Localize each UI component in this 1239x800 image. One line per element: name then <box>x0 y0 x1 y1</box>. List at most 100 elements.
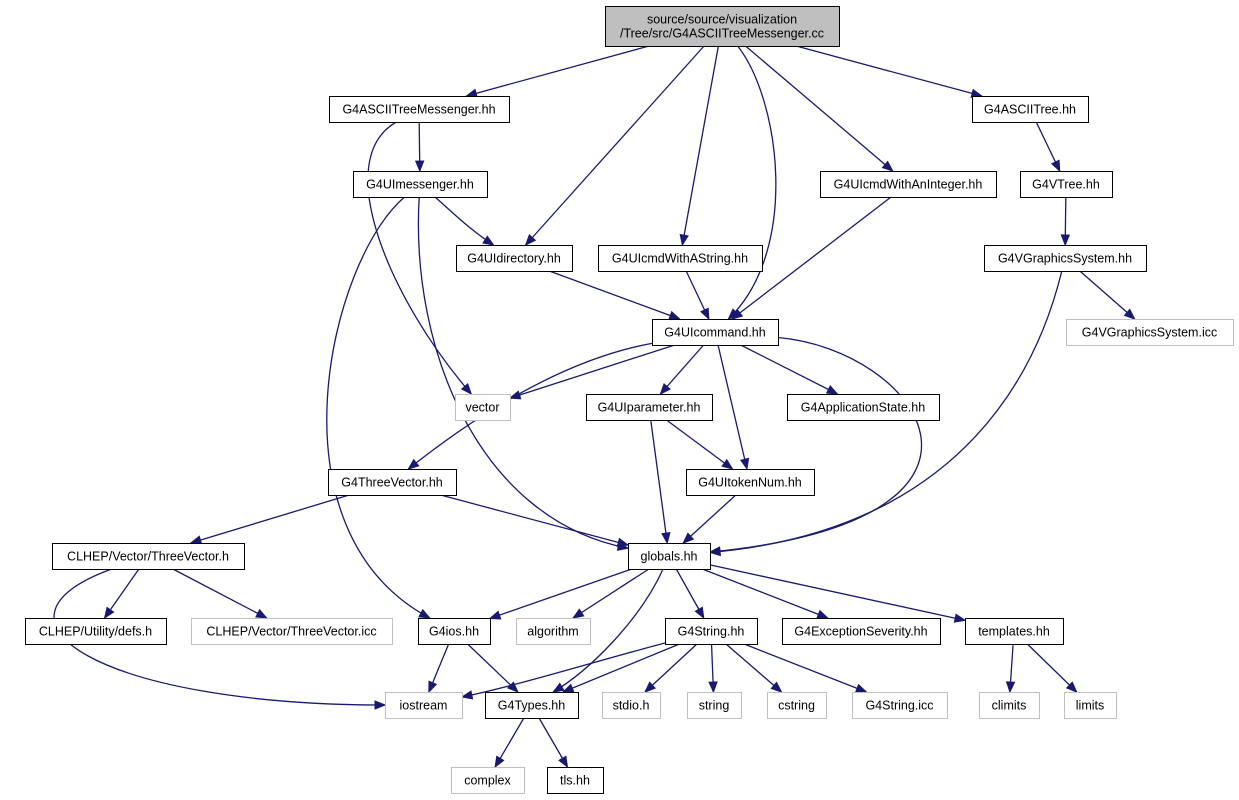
edge-root-to-uici <box>745 45 894 172</box>
node-box <box>485 692 579 719</box>
edge-tok-to-globals-line <box>682 494 737 544</box>
node-label: G4String.icc <box>865 699 933 713</box>
node-box <box>1020 171 1113 198</box>
edge-uici-to-uic-line <box>731 196 892 320</box>
edge-templates-to-limits-arrowhead <box>1065 681 1078 693</box>
node-label: CLHEP/Utility/defs.h <box>39 625 152 639</box>
node-label-line: G4ASCIITreeMessenger.hh <box>342 103 495 117</box>
edge-g4string-to-stdio-line <box>644 643 698 693</box>
edge-root-to-uics <box>679 45 720 247</box>
edge-g4string-to-types <box>561 643 680 693</box>
edge-clhepv-to-iostream-arrowhead <box>374 700 387 710</box>
edge-root-to-uid <box>524 45 705 247</box>
node-label-line: G4VTree.hh <box>1032 178 1100 192</box>
node-box <box>628 543 711 570</box>
node-label-line: complex <box>464 774 511 788</box>
edge-uim-to-ios-line <box>326 196 430 619</box>
node-label-line: cstring <box>778 699 815 713</box>
node-defs[interactable]: CLHEP/Utility/defs.h <box>25 618 167 645</box>
node-box <box>820 171 997 198</box>
edge-clhepv-to-clhepicc <box>172 568 268 619</box>
edge-uic-to-tv-line <box>407 342 653 470</box>
edge-globals-to-templates-arrowhead <box>953 613 967 623</box>
edge-globals-to-g4string <box>675 568 705 620</box>
node-vt[interactable]: G4VTree.hh <box>1020 171 1113 198</box>
edge-tok-to-globals <box>682 494 737 544</box>
node-box <box>52 543 245 570</box>
node-label-line: climits <box>992 699 1027 713</box>
node-box <box>455 394 511 421</box>
node-label-line: G4UIcommand.hh <box>664 326 765 340</box>
node-tok[interactable]: G4UItokenNum.hh <box>686 469 815 496</box>
node-box <box>418 618 491 645</box>
node-uic[interactable]: G4UIcommand.hh <box>652 319 779 346</box>
node-label-line: G4UItokenNum.hh <box>698 476 802 490</box>
node-box <box>652 319 779 346</box>
edge-g4string-to-iostream-arrowhead <box>460 690 474 700</box>
edge-vgs-to-vgsicc-arrowhead <box>1123 308 1136 320</box>
edge-atm-to-vector-arrowhead <box>460 382 473 396</box>
edge-uic-to-uip-arrowhead <box>659 382 671 396</box>
edge-at-to-vt-arrowhead <box>1050 159 1061 173</box>
edge-root-to-atm <box>465 45 650 98</box>
edge-at-to-vt <box>1035 121 1061 173</box>
edge-globals-to-g4string-arrowhead <box>694 606 705 620</box>
node-label-line: globals.hh <box>641 550 698 564</box>
node-box <box>782 618 941 645</box>
node-stricc: G4String.icc <box>852 692 948 719</box>
edge-uics-to-uic <box>685 270 710 321</box>
edge-g4string-to-cstring <box>725 643 783 693</box>
edge-templates-to-climits-arrowhead <box>1005 681 1016 694</box>
node-uics[interactable]: G4UIcmdWithAString.hh <box>598 245 763 272</box>
node-label-line: algorithm <box>527 625 578 639</box>
edge-root-to-atm-line <box>466 45 650 97</box>
edge-root-to-uics-line <box>681 45 720 246</box>
edge-g4string-to-cstring-line <box>725 643 782 693</box>
node-g4string[interactable]: G4String.hh <box>665 618 758 645</box>
edge-clhepv-to-clhepicc-arrowhead <box>255 608 268 619</box>
node-label-line: tls.hh <box>560 774 590 788</box>
node-excsev[interactable]: G4ExceptionSeverity.hh <box>782 618 941 645</box>
edge-vgs-to-vgsicc <box>1079 270 1136 320</box>
edge-globals-to-types <box>552 568 664 693</box>
edge-g4string-to-stricc <box>743 643 868 693</box>
node-appstate[interactable]: G4ApplicationState.hh <box>787 394 940 421</box>
node-tls[interactable]: tls.hh <box>547 767 604 794</box>
edge-root-to-at-line <box>796 45 982 97</box>
node-label: iostream <box>400 699 448 713</box>
node-label-line: G4UIcmdWithAString.hh <box>612 252 748 266</box>
edge-globals-to-algorithm <box>571 568 650 619</box>
node-label-line: vector <box>465 401 499 415</box>
node-templates[interactable]: templates.hh <box>965 618 1064 645</box>
node-label-line: string <box>699 699 730 713</box>
edge-uip-to-tok-arrowhead <box>721 458 734 470</box>
node-vector: vector <box>455 394 511 421</box>
node-box <box>965 618 1064 645</box>
node-vgs[interactable]: G4VGraphicsSystem.hh <box>984 245 1147 272</box>
edge-globals-to-types-arrowhead <box>552 682 565 693</box>
node-uim[interactable]: G4UImessenger.hh <box>353 171 488 198</box>
edge-root-to-uid-arrowhead <box>524 234 537 247</box>
edge-uici-to-uic <box>730 196 892 320</box>
node-box <box>602 692 661 719</box>
edge-root-to-uici-arrowhead <box>881 160 894 172</box>
node-uid[interactable]: G4UIdirectory.hh <box>456 245 573 272</box>
node-uici[interactable]: G4UIcmdWithAnInteger.hh <box>820 171 997 198</box>
node-uip[interactable]: G4UIparameter.hh <box>586 394 713 421</box>
node-cstring: cstring <box>767 692 827 719</box>
node-at[interactable]: G4ASCIITree.hh <box>972 96 1089 123</box>
edge-tv-to-clhepv <box>189 494 350 545</box>
node-label: algorithm <box>527 625 578 639</box>
node-tv[interactable]: G4ThreeVector.hh <box>328 469 457 496</box>
edge-templates-to-climits <box>1005 643 1016 694</box>
node-atm[interactable]: G4ASCIITreeMessenger.hh <box>329 96 510 123</box>
edge-ios-to-iostream-arrowhead <box>428 680 438 694</box>
node-types[interactable]: G4Types.hh <box>485 692 579 719</box>
node-ios[interactable]: G4ios.hh <box>418 618 491 645</box>
edge-globals-to-algorithm-arrowhead <box>571 608 585 619</box>
node-clhepv[interactable]: CLHEP/Vector/ThreeVector.h <box>52 543 245 570</box>
edge-tv-to-clhepv-line <box>190 494 350 544</box>
node-globals[interactable]: globals.hh <box>628 543 711 570</box>
edge-clhepv-to-iostream <box>53 568 387 710</box>
node-label-line: G4Types.hh <box>498 699 565 713</box>
